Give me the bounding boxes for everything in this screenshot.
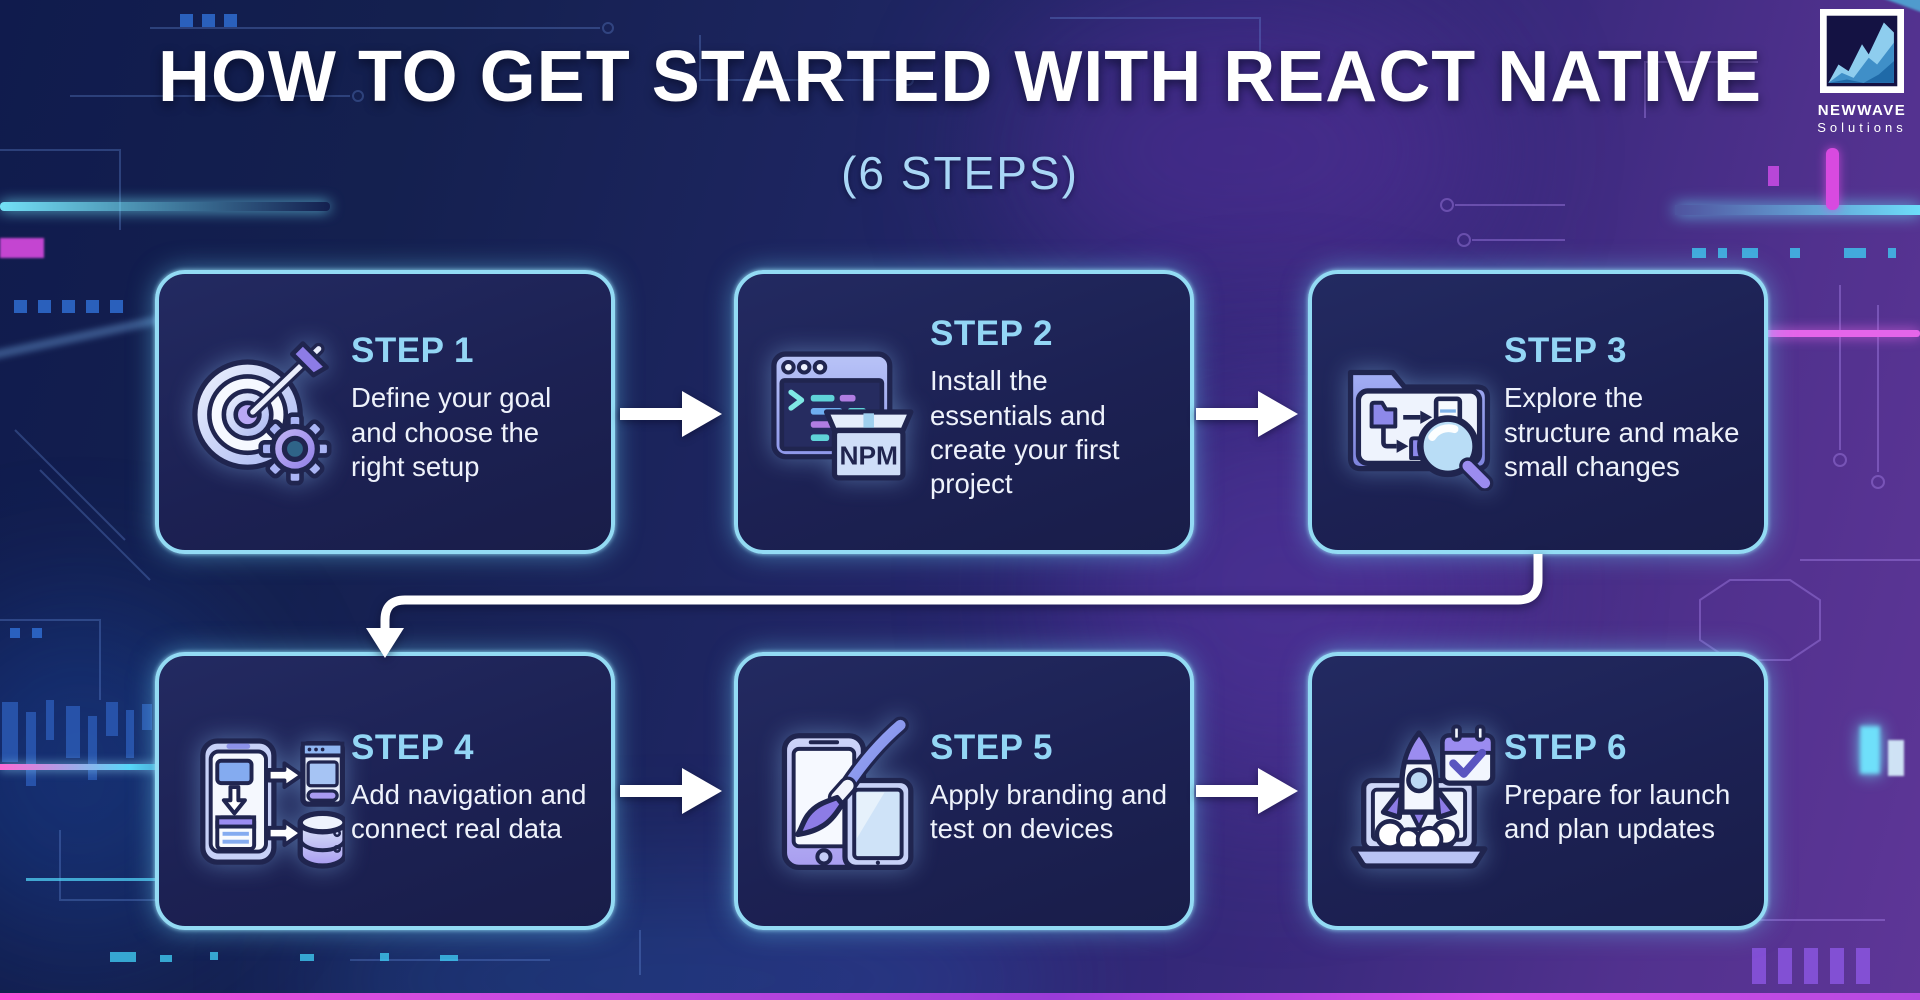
right-arrow-icon xyxy=(620,391,722,437)
rocket-laptop-icon xyxy=(1334,712,1504,870)
step-card-2: NPM STEP 2 Install the essentials and cr… xyxy=(734,270,1194,554)
target-gear-icon xyxy=(181,333,351,491)
terminal-npm-icon: NPM xyxy=(760,333,930,491)
bottom-accent-bar xyxy=(0,993,1920,1000)
step-card-4: STEP 4 Add navigation and connect real d… xyxy=(155,652,615,930)
step-description: Apply branding and test on devices xyxy=(930,778,1167,844)
step-description: Install the essentials and create your f… xyxy=(930,365,1120,500)
folder-search-icon xyxy=(1334,333,1504,491)
step-label: STEP 4 xyxy=(351,727,474,767)
logo-name: NEWWAVE xyxy=(1817,102,1907,119)
right-arrow-icon xyxy=(1196,391,1298,437)
phone-database-icon xyxy=(181,712,351,870)
step-card-6: STEP 6 Prepare for launch and plan updat… xyxy=(1308,652,1768,930)
step-description: Define your goal and choose the right se… xyxy=(351,382,552,483)
npm-label: NPM xyxy=(839,441,898,471)
step-label: STEP 2 xyxy=(930,314,1053,354)
step-card-1: STEP 1 Define your goal and choose the r… xyxy=(155,270,615,554)
page-title: HOW TO GET STARTED WITH REACT NATIVE xyxy=(158,37,1762,117)
wave-chart-logo-icon xyxy=(1820,9,1904,93)
step-description: Explore the structure and make small cha… xyxy=(1504,382,1740,483)
right-arrow-icon xyxy=(620,768,722,814)
step-card-5: STEP 5 Apply branding and test on device… xyxy=(734,652,1194,930)
page-subtitle: (6 STEPS) xyxy=(841,147,1079,199)
logo-tagline: Solutions xyxy=(1817,120,1907,135)
newwave-logo: NEWWAVE Solutions xyxy=(1812,8,1912,135)
devices-paintbrush-icon xyxy=(760,712,930,870)
step-label: STEP 1 xyxy=(351,331,474,371)
step-label: STEP 3 xyxy=(1504,331,1627,371)
right-arrow-icon xyxy=(1196,768,1298,814)
step-label: STEP 5 xyxy=(930,727,1053,767)
step-description: Add navigation and connect real data xyxy=(351,778,587,844)
step-card-3: STEP 3 Explore the structure and make sm… xyxy=(1308,270,1768,554)
step-description: Prepare for launch and plan updates xyxy=(1504,778,1731,844)
step-label: STEP 6 xyxy=(1504,727,1627,767)
